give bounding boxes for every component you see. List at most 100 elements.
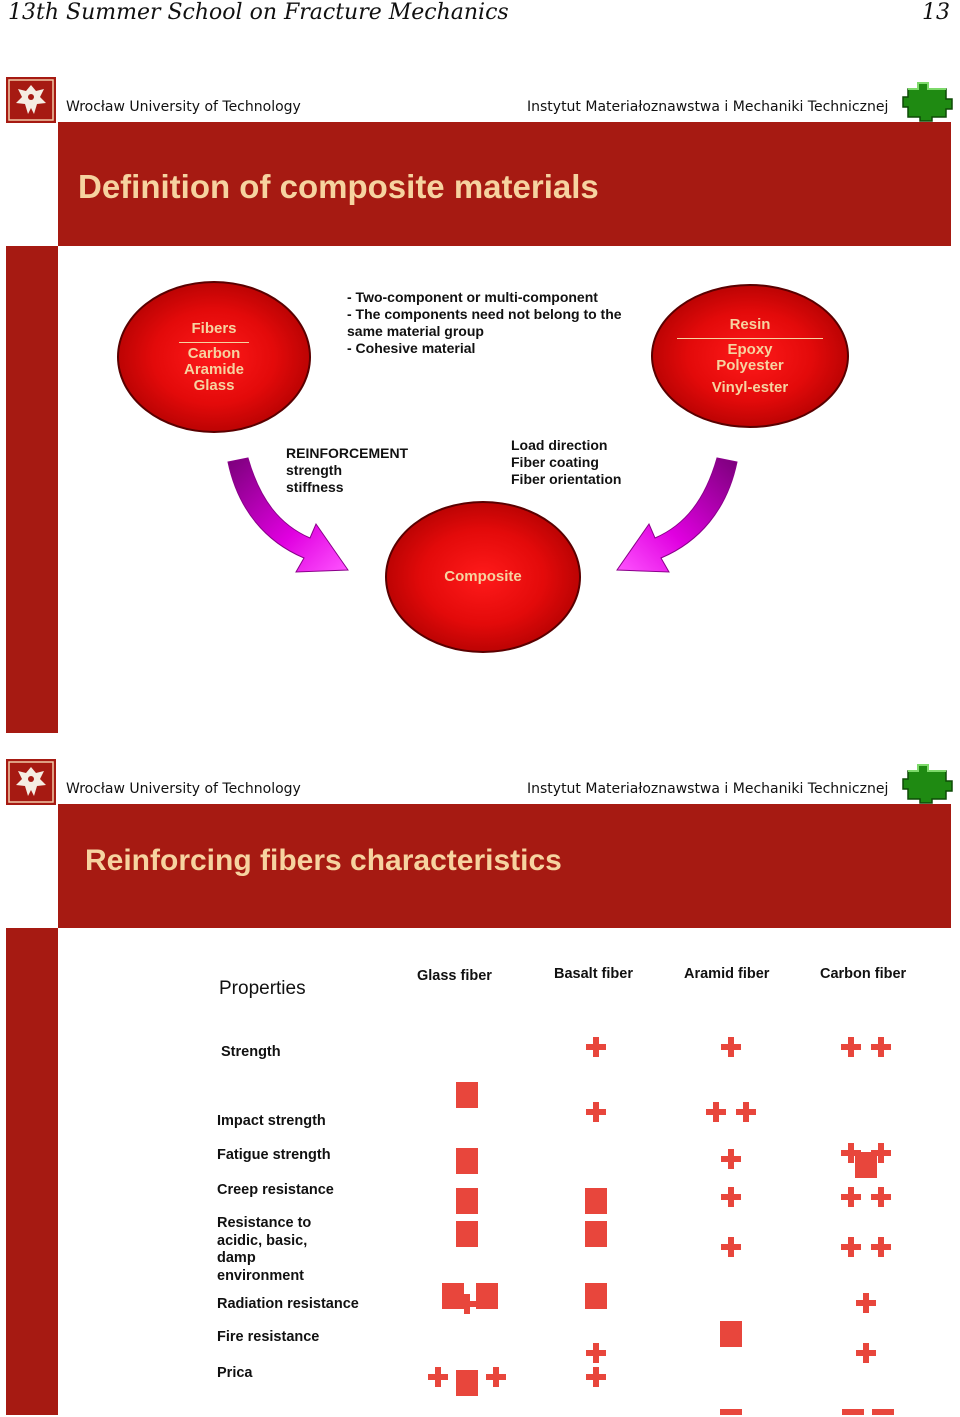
plus-mark-icon [586,1367,606,1387]
resin-item: Polyester [716,356,784,374]
definition-text: - Two-component or multi-component - The… [347,289,622,357]
row-label: Fire resistance [217,1329,320,1345]
row-label-line: Resistance to [217,1215,312,1231]
composite-ellipse: Composite [385,501,581,653]
document-header: 13th Summer School on Fracture Mechanics… [0,0,960,30]
row-label-line: acidic, basic, [217,1232,308,1249]
fibers-item: Glass [193,376,235,394]
document-title: 13th Summer School on Fracture Mechanics [8,0,509,25]
university-name: Wrocław University of Technology [66,781,301,797]
column-header: Carbon fiber [820,966,907,982]
factor-line: Load direction [511,437,608,453]
composite-label: Composite [444,568,522,585]
resin-divider [677,337,823,339]
plus-mark-icon [841,1143,861,1163]
puzzle-logo-icon [900,759,954,805]
minus-mark-icon [720,1409,742,1415]
fibers-ellipse: Fibers Carbon Aramide Glass [117,281,311,433]
plus-mark-icon [586,1343,606,1363]
plus-mark-icon [841,1237,861,1257]
plus-mark-icon [871,1237,891,1257]
definition-line: same material group [347,323,484,339]
plus-mark-icon [586,1037,606,1057]
column-header: Glass fiber [417,968,492,984]
right-curved-arrow-icon [616,457,738,573]
factor-line: Fiber orientation [511,471,622,487]
factor-line: Fiber coating [511,454,599,470]
left-accent-strip [6,246,58,733]
title-band: Definition of composite materials [58,122,951,246]
resin-item: Vinyl-ester [711,378,789,396]
block-mark-icon [476,1283,498,1309]
plus-mark-icon [736,1102,756,1122]
left-accent-strip [6,928,58,1415]
definition-line: - The components need not belong to the [347,306,622,322]
university-logo [6,77,56,123]
plus-mark-icon [841,1187,861,1207]
puzzle-logo-icon [900,77,954,123]
institute-name: Instytut Materiałoznawstwa i Mechaniki T… [527,781,889,797]
block-mark-icon [456,1188,478,1214]
resin-item: Epoxy [727,340,773,358]
plus-mark-icon [586,1102,606,1122]
plus-mark-icon [871,1143,891,1163]
slide-title: Definition of composite materials [78,168,599,205]
title-band: Reinforcing fibers characteristics [58,804,951,928]
row-label-line: environment [217,1267,305,1284]
plus-mark-icon [856,1293,876,1313]
column-header: Basalt fiber [554,966,633,982]
university-logo [6,759,56,805]
page-number: 13 [922,0,950,25]
institute-name: Instytut Materiałoznawstwa i Mechaniki T… [527,99,889,115]
plus-mark-icon [706,1102,726,1122]
plus-mark-icon [856,1343,876,1363]
reinforcement-text: REINFORCEMENT strength stiffness [286,445,408,496]
fibers-item: Carbon [187,344,241,362]
column-header: Aramid fiber [684,966,770,982]
rating-marks [428,1037,894,1415]
block-mark-icon [456,1082,478,1108]
row-label: Strength [221,1044,281,1060]
block-mark-icon [720,1321,742,1347]
row-label: Fatigue strength [217,1147,331,1163]
plus-mark-icon [486,1367,506,1387]
plus-mark-icon [721,1037,741,1057]
fibers-item: Aramide [183,360,245,378]
resin-ellipse: Resin Epoxy Polyester Vinyl-ester [651,284,849,428]
reinforcement-line: REINFORCEMENT [286,445,409,461]
block-mark-icon [585,1221,607,1247]
plus-mark-icon [457,1294,477,1314]
slide-title: Reinforcing fibers characteristics [85,844,562,877]
left-curved-arrow-icon [227,457,349,573]
slide-definition: Wrocław University of Technology Instytu… [0,75,960,735]
row-label: Creep resistance [217,1182,334,1198]
minus-mark-icon [872,1409,894,1415]
row-label-multiline: Resistance to acidic, basic, damp enviro… [217,1215,311,1285]
plus-mark-icon [841,1037,861,1057]
row-label: Impact strength [217,1113,326,1129]
factors-text: Load direction Fiber coating Fiber orien… [511,437,621,488]
minus-mark-icon [842,1409,864,1415]
plus-mark-icon [871,1187,891,1207]
definition-line: - Cohesive material [347,340,476,356]
block-mark-icon [456,1148,478,1174]
block-mark-icon [585,1283,607,1309]
plus-mark-icon [721,1149,741,1169]
block-mark-icon [456,1370,478,1396]
properties-header: Properties [219,978,306,999]
block-mark-icon [855,1152,877,1178]
plus-mark-icon [721,1237,741,1257]
definition-line: - Two-component or multi-component [347,289,598,305]
university-name: Wrocław University of Technology [66,99,301,115]
resin-heading: Resin [729,315,771,333]
reinforcement-line: strength [286,462,342,478]
plus-mark-icon [871,1037,891,1057]
fibers-divider [179,341,249,343]
block-mark-icon [585,1188,607,1214]
row-label-line: damp [217,1250,256,1266]
row-label: Prica [217,1365,253,1381]
plus-mark-icon [428,1367,448,1387]
slide-fiber-characteristics: Wrocław University of Technology Instytu… [0,757,960,1417]
fibers-heading: Fibers [191,319,237,337]
row-label: Radiation resistance [217,1296,359,1312]
